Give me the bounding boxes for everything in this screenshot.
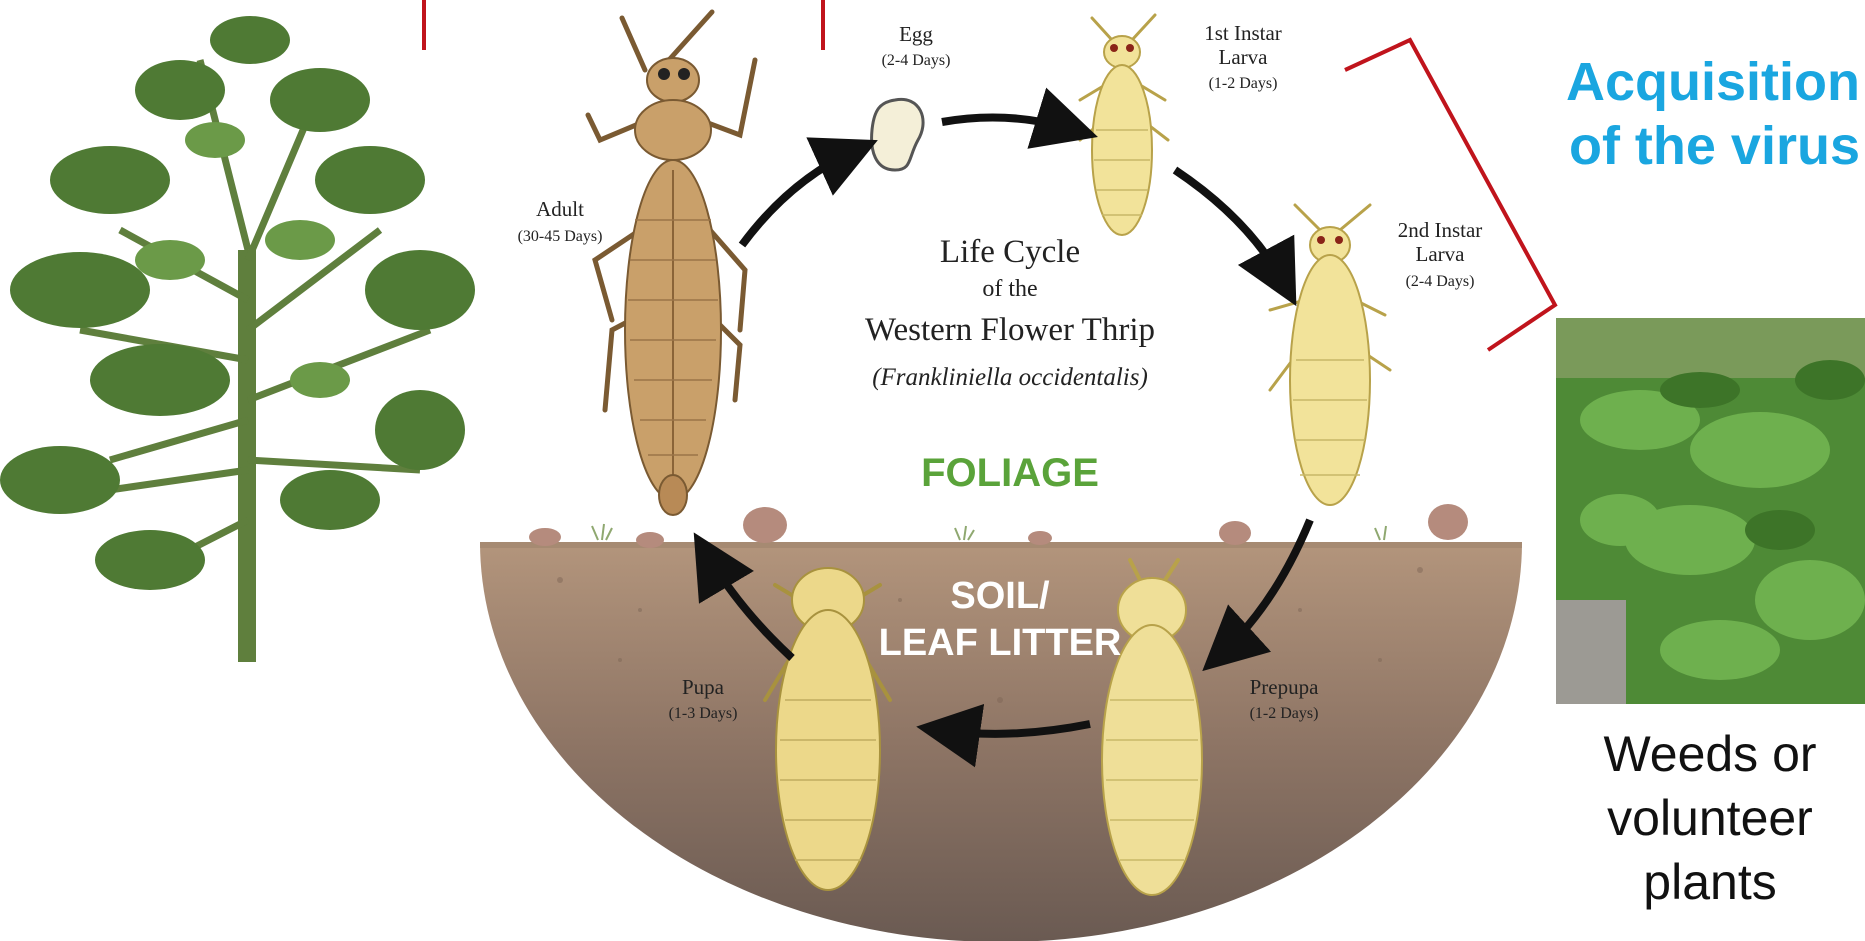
tomato-plant-image xyxy=(0,16,475,662)
title-line3: Western Flower Thrip xyxy=(865,312,1155,348)
weeds-line3: plants xyxy=(1545,850,1865,914)
acquisition-line2: of the virus xyxy=(1490,114,1860,178)
arrow-instar1-to-instar2 xyxy=(1175,170,1285,285)
title-line2: of the xyxy=(982,276,1037,302)
scientific-name: (Frankliniella occidentalis) xyxy=(872,364,1148,391)
arrow-egg-to-instar1 xyxy=(942,118,1075,131)
weeds-line2: volunteer xyxy=(1545,786,1865,850)
instar1-label-line1: 1st Instar xyxy=(1204,21,1282,45)
instar2-label-line2: Larva xyxy=(1416,242,1466,266)
soil-label-line1: SOIL/ xyxy=(950,575,1050,617)
instar2-label-line1: 2nd Instar xyxy=(1398,218,1483,242)
soil-region xyxy=(480,504,1522,941)
foliage-label: FOLIAGE xyxy=(921,451,1099,495)
pupa-duration: (1-3 Days) xyxy=(669,705,738,722)
acquisition-annotation: Acquisition of the virus xyxy=(1490,50,1860,178)
adult-thrip-illustration xyxy=(588,12,755,515)
prepupa-duration: (1-2 Days) xyxy=(1250,705,1319,722)
instar2-duration: (2-4 Days) xyxy=(1406,273,1475,290)
acquisition-line1: Acquisition xyxy=(1490,50,1860,114)
weeds-caption: Weeds or volunteer plants xyxy=(1545,722,1865,914)
soil-label-line2: LEAF LITTER xyxy=(879,622,1122,664)
adult-label: Adult xyxy=(536,197,584,221)
instar1-label-line2: Larva xyxy=(1219,45,1269,69)
arrow-adult-to-egg xyxy=(742,150,856,245)
weeds-photo xyxy=(1556,318,1865,704)
second-instar-larva-illustration xyxy=(1270,205,1390,505)
weeds-line1: Weeds or xyxy=(1545,722,1865,786)
instar1-duration: (1-2 Days) xyxy=(1209,75,1278,92)
prepupa-label: Prepupa xyxy=(1250,675,1319,699)
title-line1: Life Cycle xyxy=(940,234,1080,270)
egg-illustration xyxy=(872,99,923,170)
adult-duration: (30-45 Days) xyxy=(518,228,603,245)
egg-duration: (2-4 Days) xyxy=(882,52,951,69)
pupa-label: Pupa xyxy=(682,675,725,699)
first-instar-larva-illustration xyxy=(1080,15,1168,235)
egg-label: Egg xyxy=(899,22,933,46)
